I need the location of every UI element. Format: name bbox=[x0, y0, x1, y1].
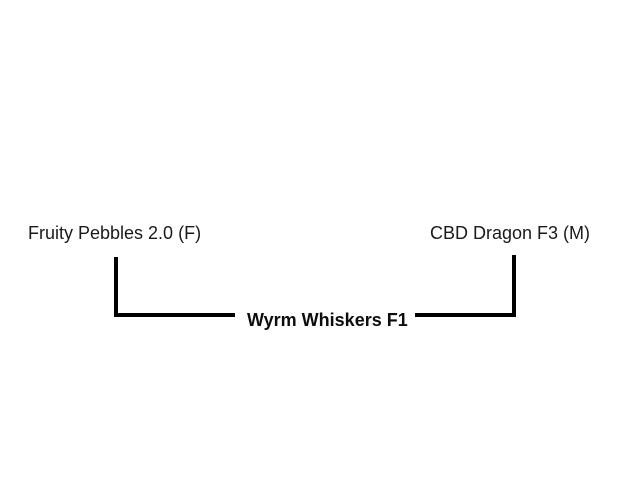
right-connector-line bbox=[415, 255, 516, 317]
left-connector-line bbox=[114, 257, 235, 317]
parent-left-label: Fruity Pebbles 2.0 (F) bbox=[28, 223, 202, 243]
child-strain-label: Wyrm Whiskers F1 bbox=[247, 310, 408, 330]
parent-right-label: CBD Dragon F3 (M) bbox=[430, 223, 591, 243]
